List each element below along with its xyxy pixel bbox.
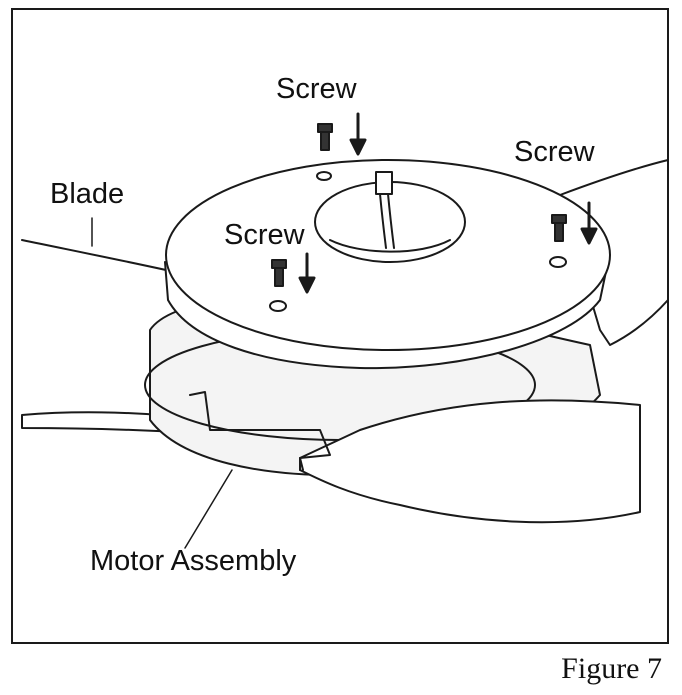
screw-label-left: Screw bbox=[224, 219, 305, 251]
screw-top-icon bbox=[317, 123, 333, 151]
arrow-down-icon bbox=[349, 112, 367, 156]
figure-caption: Figure 7 bbox=[561, 652, 662, 685]
wire-bundle bbox=[379, 193, 395, 249]
inner-hub bbox=[329, 239, 451, 253]
left-blade-far bbox=[21, 239, 176, 273]
front-blade bbox=[299, 399, 641, 524]
wire-connector bbox=[375, 171, 393, 195]
motor-assembly-label: Motor Assembly bbox=[90, 545, 297, 577]
screw-label-top: Screw bbox=[276, 73, 357, 105]
arrow-down-icon bbox=[298, 252, 316, 294]
screw-hole-right bbox=[549, 256, 567, 268]
right-blade bbox=[559, 159, 669, 346]
screw-label-right: Screw bbox=[514, 136, 595, 168]
blade-bracket bbox=[189, 391, 331, 471]
blade-label: Blade bbox=[50, 178, 125, 210]
screw-hole-left bbox=[269, 300, 287, 312]
motor-leader-line bbox=[184, 469, 233, 549]
screw-right-icon bbox=[551, 214, 567, 242]
screw-left-icon bbox=[271, 259, 287, 287]
arrow-down-icon bbox=[580, 201, 598, 245]
screw-hole-top bbox=[316, 171, 332, 181]
